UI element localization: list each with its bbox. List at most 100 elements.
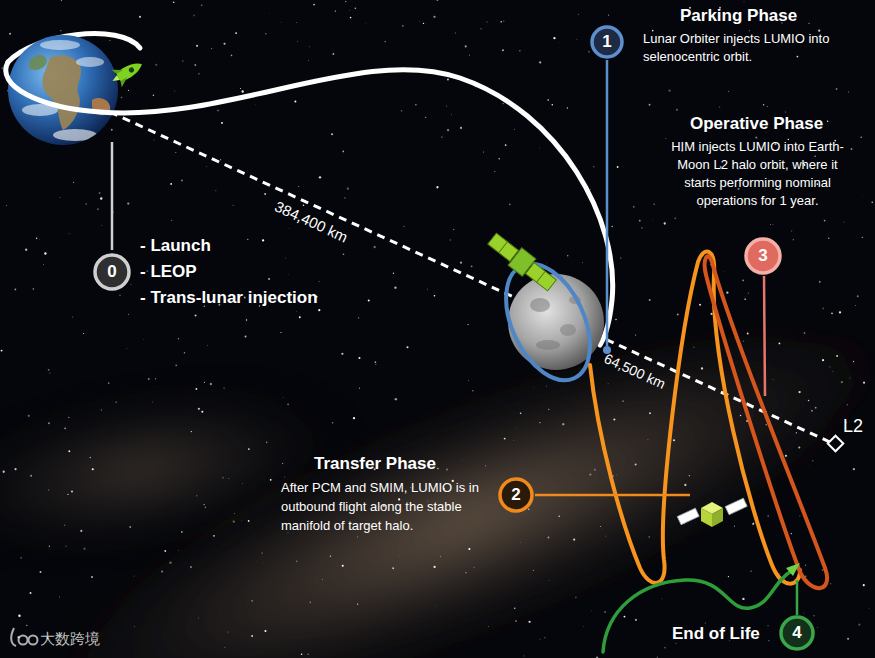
star: [528, 509, 529, 510]
star: [822, 307, 824, 309]
star: [515, 428, 517, 430]
star: [67, 494, 68, 495]
star: [287, 403, 289, 405]
star: [460, 262, 462, 264]
star: [847, 638, 849, 640]
star: [446, 469, 448, 471]
star: [811, 410, 813, 412]
star: [803, 612, 805, 614]
star: [649, 104, 651, 106]
star: [223, 43, 225, 45]
star: [228, 478, 230, 480]
star: [30, 475, 32, 477]
callout-number: 4: [792, 623, 801, 643]
star: [548, 409, 549, 410]
star: [661, 598, 663, 600]
star: [719, 106, 721, 108]
star: [91, 576, 93, 578]
star: [233, 205, 234, 206]
star: [90, 457, 92, 459]
star: [171, 220, 173, 222]
star: [143, 338, 145, 340]
star: [471, 265, 473, 267]
star: [519, 50, 520, 51]
star: [128, 90, 129, 91]
star: [221, 122, 223, 124]
star: [342, 565, 344, 567]
star: [858, 624, 860, 626]
star: [862, 194, 864, 196]
crater: [560, 324, 576, 336]
star: [615, 319, 616, 320]
cloud: [76, 57, 104, 67]
star: [101, 409, 102, 410]
star: [854, 305, 856, 307]
star: [347, 188, 349, 190]
star: [109, 40, 110, 41]
star: [469, 55, 470, 56]
star: [175, 152, 176, 153]
star: [175, 365, 177, 367]
callout-circle: 1: [590, 25, 624, 59]
star: [196, 495, 197, 496]
star: [335, 10, 336, 11]
star: [99, 192, 101, 194]
milky-way: [0, 363, 369, 577]
leader-line: [606, 60, 609, 346]
star: [227, 631, 228, 632]
star: [785, 455, 787, 457]
star: [3, 471, 5, 473]
star: [862, 237, 863, 238]
star: [48, 369, 50, 371]
star: [264, 630, 266, 632]
star: [169, 561, 171, 563]
star: [674, 218, 676, 220]
star: [358, 317, 359, 318]
star: [808, 23, 809, 24]
star: [133, 575, 134, 576]
star: [401, 110, 403, 112]
star: [836, 88, 838, 90]
star: [80, 530, 82, 532]
star: [544, 637, 545, 638]
star: [615, 474, 617, 476]
star: [710, 313, 712, 315]
star: [668, 90, 670, 92]
star: [297, 41, 298, 42]
star: [332, 422, 334, 424]
star: [617, 166, 619, 168]
star: [553, 37, 555, 39]
step-item: - Trans-lunar injection: [140, 288, 318, 308]
star: [174, 90, 176, 92]
star: [318, 281, 319, 282]
star: [419, 21, 420, 22]
star: [108, 382, 109, 383]
star: [742, 598, 744, 600]
leader-line: [764, 276, 765, 396]
star: [539, 422, 540, 423]
star: [48, 422, 50, 424]
star: [480, 28, 481, 29]
star: [454, 32, 456, 34]
star: [266, 442, 267, 443]
star: [375, 363, 377, 365]
star: [298, 186, 299, 187]
star: [153, 94, 155, 96]
star: [375, 361, 377, 363]
star: [520, 412, 522, 414]
star: [373, 246, 375, 248]
star: [66, 545, 67, 546]
star: [307, 653, 309, 655]
star: [198, 73, 200, 75]
star: [825, 321, 827, 323]
star: [515, 620, 516, 621]
star: [111, 129, 113, 131]
star: [181, 180, 183, 182]
star: [573, 538, 575, 540]
star: [139, 16, 141, 18]
star: [295, 311, 297, 313]
star: [121, 97, 123, 99]
star: [728, 576, 729, 577]
star: [403, 225, 405, 227]
star: [765, 424, 766, 425]
